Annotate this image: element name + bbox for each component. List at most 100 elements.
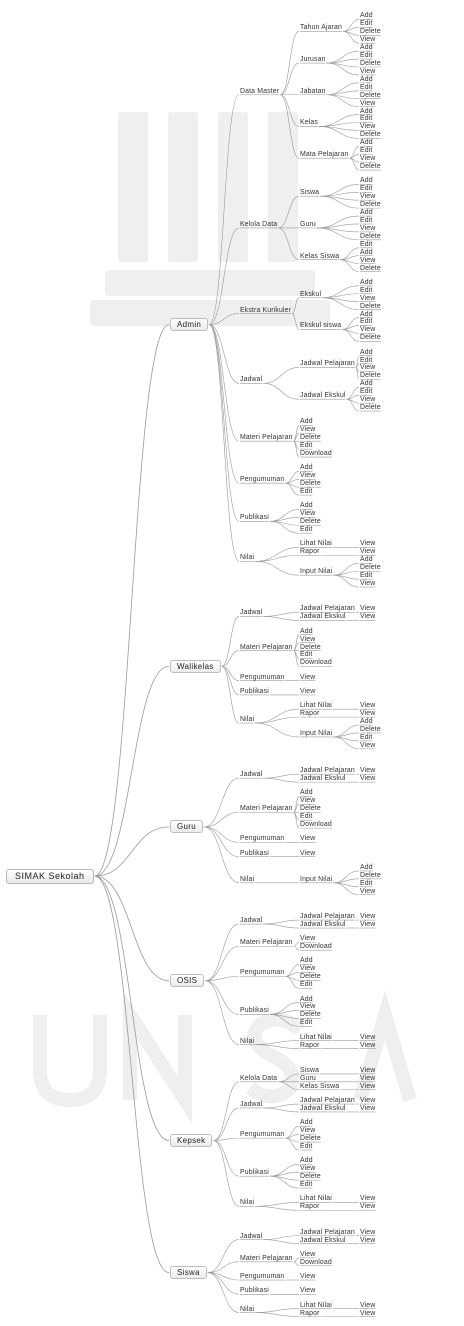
mindmap-node-siswa: Siswa	[170, 1266, 207, 1280]
mindmap-node-ekskul-siswa: Ekskul siswa	[300, 322, 342, 330]
mindmap-node-jadwal: Jadwal	[240, 1232, 263, 1240]
mindmap-node-rapor: Rapor	[300, 548, 320, 556]
mindmap-node-view: View	[300, 935, 316, 943]
mindmap-node-view: View	[360, 1236, 376, 1244]
mindmap-node-view: View	[360, 548, 376, 556]
connector-jadwal-to-jadwal-ekskul	[263, 383, 300, 400]
mindmap-node-pengumuman: Pengumuman	[240, 673, 285, 681]
mindmap-node-edit: Edit	[300, 526, 313, 534]
mindmap-node-view: View	[360, 921, 376, 928]
mindmap-node-pengumuman: Pengumuman	[240, 1131, 285, 1139]
connector-kepsek-to-kelola-data	[213, 1081, 240, 1141]
mindmap-node-view: View	[360, 396, 376, 404]
mindmap-node-view: View	[300, 1165, 316, 1173]
mindmap-node-publikasi: Publikasi	[240, 514, 269, 522]
connector-ekskul-siswa-to-delete	[342, 329, 360, 342]
mindmap-node-jabatan: Jabatan	[300, 87, 326, 95]
mindmap-node-add: Add	[300, 502, 313, 510]
mindmap-node-pengumuman: Pengumuman	[240, 476, 285, 484]
connector-nilai-to-input-nilai	[255, 722, 300, 738]
mindmap-node-nilai: Nilai	[240, 1037, 255, 1045]
mindmap-node-edit: Edit	[300, 488, 313, 496]
mindmap-node-publikasi: Publikasi	[240, 1169, 269, 1177]
connector-simak-sekolah-to-walikelas	[94, 665, 170, 877]
connector-jabatan-to-view	[326, 94, 360, 107]
connector-simak-sekolah-to-osis	[94, 875, 170, 982]
connector-kepsek-to-nilai	[213, 1140, 240, 1207]
mindmap-node-edit: Edit	[300, 1143, 313, 1150]
mindmap-node-publikasi: Publikasi	[240, 849, 269, 857]
connector-jadwal-to-jadwal-ekskul	[263, 1239, 300, 1244]
mindmap-node-delete: Delete	[360, 372, 381, 380]
mindmap-node-materi-pelajaran: Materi Pelajaran	[240, 805, 293, 813]
mindmap-node-nilai: Nilai	[240, 554, 255, 562]
mindmap-node-edit: Edit	[300, 442, 313, 450]
mindmap-node-jadwal: Jadwal	[240, 1100, 263, 1108]
connector-input-nilai-to-view	[333, 882, 360, 896]
mindmap-node-tahun-ajaran: Tahun Ajaran	[300, 24, 343, 32]
mindmap-node-jadwal-ekskul: Jadwal Ekskul	[300, 921, 346, 928]
mindmap-node-download: Download	[300, 659, 332, 667]
mindmap-node-delete: Delete	[360, 91, 381, 99]
mindmap-node-view: View	[360, 193, 376, 201]
connector-nilai-to-input-nilai	[255, 561, 300, 576]
mindmap-node-add: Add	[300, 957, 313, 965]
mindmap-node-view: View	[360, 767, 376, 775]
mindmap-node-view: View	[300, 1003, 316, 1011]
connector-kelola-data-to-siswa	[278, 195, 300, 229]
connector-admin-to-data-master	[208, 94, 240, 325]
mindmap-node-view: View	[360, 67, 376, 75]
mindmap-node-add: Add	[360, 12, 373, 20]
mindmap-node-jadwal-pelajaran: Jadwal Pelajaran	[300, 605, 355, 613]
mindmap-node-add: Add	[360, 310, 373, 318]
mindmap-node-input-nilai: Input Nilai	[300, 568, 333, 576]
mindmap-node-view: View	[300, 1287, 316, 1295]
mindmap-node-view: View	[360, 605, 376, 613]
mindmap-node-download: Download	[300, 1258, 332, 1266]
mindmap-node-view: View	[360, 1309, 376, 1317]
mindmap-node-input-nilai: Input Nilai	[300, 875, 333, 883]
mindmap-node-nilai: Nilai	[240, 716, 255, 724]
mindmap-node-input-nilai: Input Nilai	[300, 729, 333, 737]
connector-nilai-to-rapor	[255, 1044, 300, 1049]
mindmap-node-guru: Guru	[170, 820, 203, 834]
mindmap-node-view: View	[300, 426, 316, 434]
mindmap-node-edit: Edit	[300, 1019, 313, 1027]
connector-osis-to-nilai	[205, 980, 240, 1045]
mindmap-node-edit: Edit	[360, 83, 373, 91]
mindmap-node-delete: Delete	[300, 973, 321, 981]
connector-kepsek-to-jadwal	[213, 1107, 240, 1141]
mindmap-node-view: View	[360, 702, 376, 710]
connector-pengumuman-to-edit	[285, 482, 300, 496]
mindmap-node-view: View	[360, 1041, 376, 1049]
mindmap-node-delete: Delete	[360, 163, 381, 171]
mindmap-node-view: View	[360, 613, 376, 621]
mindmap-node-edit: Edit	[360, 572, 373, 580]
mindmap-node-add: Add	[360, 209, 373, 217]
connector-kelas-siswa-to-delete	[340, 259, 360, 272]
mindmap-node-jadwal: Jadwal	[240, 609, 263, 617]
connector-siswa-to-materi-pelajaran	[207, 1261, 240, 1273]
mindmap-node-simak-sekolah: SIMAK Sekolah	[6, 868, 94, 884]
connector-siswa-to-nilai	[207, 1272, 240, 1313]
mindmap-node-delete: Delete	[360, 59, 381, 67]
connector-materi-pelajaran-to-download	[293, 1261, 300, 1267]
mindmap-node-view: View	[360, 364, 376, 372]
mindmap-node-kepsek: Kepsek	[170, 1134, 213, 1148]
mindmap-node-view: View	[300, 635, 316, 643]
connector-mata-pelajaran-to-delete	[349, 157, 360, 171]
mindmap-node-kelola-data: Kelola Data	[240, 220, 278, 228]
mindmap-node-siswa: Siswa	[300, 1066, 320, 1074]
mindmap-node-delete: Delete	[360, 725, 381, 733]
connector-walikelas-to-jadwal	[221, 616, 240, 667]
mindmap-node-jadwal: Jadwal	[240, 917, 263, 925]
mindmap-node-view: View	[360, 1082, 376, 1090]
connector-kelola-data-to-kelas-siswa	[278, 227, 300, 260]
connector-data-master-to-mata-pelajaran	[280, 94, 300, 159]
mindmap-node-view: View	[360, 540, 376, 548]
mindmap-node-view: View	[360, 123, 376, 131]
mindmap-node-add: Add	[360, 556, 373, 564]
mindmap-node-view: View	[360, 1195, 376, 1203]
mindmap-node-jadwal-ekskul: Jadwal Ekskul	[300, 613, 346, 621]
